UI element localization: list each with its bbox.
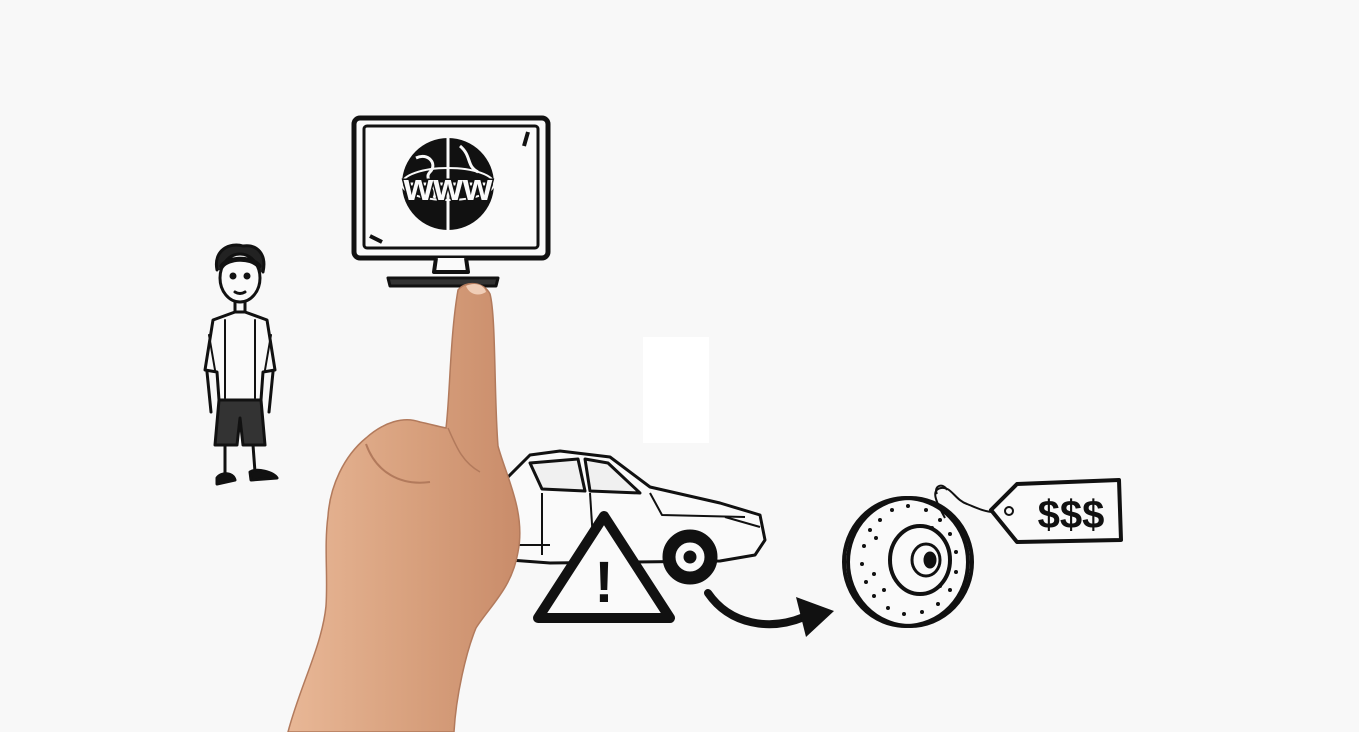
price-tag-icon: $$$ [925, 470, 1130, 550]
warning-triangle-icon: ! [532, 510, 677, 625]
warning-symbol: ! [594, 550, 613, 615]
monitor-icon: www [348, 112, 556, 292]
price-tag-label: $$$ [1038, 493, 1105, 537]
curved-arrow-icon [700, 585, 840, 645]
light-glare [643, 337, 709, 443]
person-icon [195, 240, 290, 495]
pointing-hand-icon [280, 276, 540, 732]
monitor-www-label: www [403, 167, 493, 209]
